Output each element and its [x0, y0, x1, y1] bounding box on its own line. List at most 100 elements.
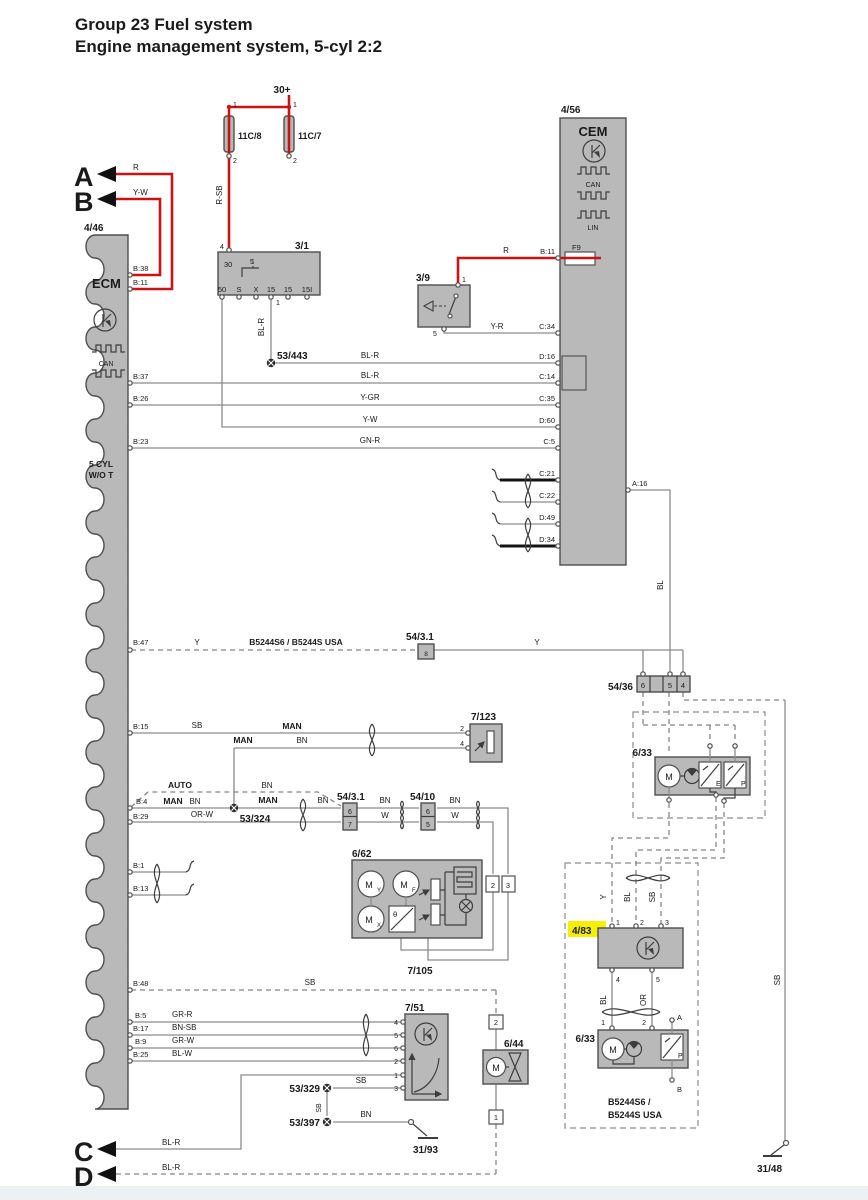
title-line2: Engine management system, 5-cyl 2:2 — [75, 37, 382, 56]
arrow-left-icon — [97, 166, 116, 182]
relay-pin — [219, 294, 225, 300]
fuse-pin1-label: 1 — [233, 102, 237, 109]
ground-switch-contact — [407, 1118, 415, 1126]
relay-pin — [268, 294, 274, 300]
pin — [465, 745, 471, 751]
offpage-c: C — [74, 1137, 94, 1167]
relay-id: 3/1 — [295, 241, 309, 252]
pin — [732, 743, 738, 749]
component-id: 7/123 — [471, 712, 496, 723]
connector-pin — [640, 671, 646, 677]
wire-label: Y-W — [133, 188, 148, 197]
connector-54-3-1-b: 54/3.1 6 7 — [337, 792, 365, 831]
connector-pin5: 5 — [668, 681, 672, 690]
connector-id: 54/10 — [410, 792, 435, 803]
relay-pin — [253, 294, 259, 300]
wire-label: Y — [599, 894, 608, 900]
pin2-label: 2 — [640, 920, 644, 927]
motor-label: M — [365, 915, 373, 925]
pin — [669, 1077, 675, 1083]
cem-body — [559, 117, 627, 566]
connector-pin5: 5 — [426, 822, 430, 829]
pin — [609, 1025, 615, 1031]
cem-unit: 4/56 CEM CAN LIN — [559, 105, 627, 566]
pin5-label: 5 — [394, 1033, 398, 1040]
motor-sub: X — [377, 923, 381, 929]
cem-pin-labels: B:11 C:34 D:16 C:14 C:35 D:60 C:5 C:21 C… — [539, 247, 647, 544]
relay-pin — [226, 247, 232, 253]
pin — [658, 923, 664, 929]
component-6-33-top: 6/33 M E P — [633, 743, 751, 804]
pin-label: D:16 — [539, 352, 555, 361]
wiring — [116, 297, 786, 1175]
wire-label: R — [503, 246, 509, 255]
supply-30plus-label: 30+ — [274, 85, 291, 96]
theta-label: θ — [393, 910, 397, 919]
switch-3-9: 3/9 1 5 — [416, 273, 471, 338]
pin-label: C:14 — [539, 372, 555, 381]
switch-pin5-label: 5 — [433, 331, 437, 338]
pin3-label: 3 — [506, 881, 510, 890]
switch-pin — [441, 326, 447, 332]
splice-53-443 — [266, 358, 276, 368]
wire-label: MAN — [282, 721, 301, 731]
pin-label: B:9 — [135, 1037, 146, 1046]
motor-sub: Y — [377, 888, 381, 894]
component-id: 7/105 — [407, 966, 432, 977]
fuse-11c7-label: 11C/7 — [298, 131, 322, 141]
ecm-pin-labels: B:38 B:11 B:37 B:26 B:23 B:47 B:15 B:4 B… — [133, 264, 148, 1059]
relay-pin — [285, 294, 291, 300]
component-4-83: 4/83 1 2 3 4 5 — [568, 920, 684, 984]
title-line1: Group 23 Fuel system — [75, 15, 253, 34]
pin4-label: 4 — [394, 1020, 398, 1027]
fuse-pin2-label: 2 — [233, 158, 237, 165]
wire-label: BL-W — [172, 1049, 192, 1058]
wire-label: SB — [316, 1103, 323, 1113]
relay-3-1: 3/1 4 30 5 50 S X 15 15 15I 1 BL-R — [217, 241, 321, 336]
pin-label: B:25 — [133, 1050, 148, 1059]
wire-label: BL — [599, 995, 608, 1005]
pin-label: B:29 — [133, 812, 148, 821]
component-body — [469, 723, 503, 763]
sensor-p-label: P — [741, 781, 746, 788]
wire-labels: R Y-R 53/443 BL-R BL-R Y-GR Y-W GN-R BL … — [163, 246, 782, 1175]
relay-out-pin: 1 — [276, 300, 280, 307]
wire-label: MAN — [163, 796, 182, 806]
connector-pin: 8 — [424, 651, 428, 658]
connector-id: 54/3.1 — [337, 792, 365, 803]
pin-label: A:16 — [632, 479, 647, 488]
relay-pin-s: S — [236, 285, 241, 294]
wire-label: BL — [623, 892, 632, 902]
wire-label: BN — [449, 796, 460, 805]
relay-pin — [304, 294, 310, 300]
splice-label: 53/329 — [289, 1084, 320, 1095]
wire-label: MAN — [258, 795, 277, 805]
sensor-p-label: P — [678, 1053, 683, 1060]
relay-body — [217, 251, 321, 296]
ecm-id: 4/46 — [84, 223, 104, 234]
component-7-105: 7/105 2 3 — [407, 875, 516, 977]
pin-label: C:5 — [543, 437, 555, 446]
pin1-label: 1 — [601, 1020, 605, 1027]
component-7-123: 7/123 2 4 — [460, 712, 503, 763]
pin-b-label: B — [677, 1085, 682, 1094]
pin — [609, 923, 615, 929]
pin — [633, 923, 639, 929]
relay-pin-x: X — [253, 285, 258, 294]
supply-and-red-wiring: F9 30+ 11C/8 11C/7 1 2 1 2 R-SB — [116, 85, 601, 291]
connector-pin4: 4 — [681, 681, 685, 690]
pin — [400, 1032, 406, 1038]
pin-label: B:37 — [133, 372, 148, 381]
pin4-label: 4 — [616, 977, 620, 984]
pin — [465, 730, 471, 736]
ground-contact — [782, 1139, 790, 1147]
pin-label: B:13 — [133, 884, 148, 893]
component-id: 6/62 — [352, 849, 372, 860]
sensor-e-label: E — [716, 781, 721, 788]
wire-label: SB — [356, 1076, 367, 1085]
pin — [400, 1019, 406, 1025]
wire-label: SB — [648, 892, 657, 903]
pin — [400, 1045, 406, 1051]
arrow-left-icon — [97, 1166, 116, 1182]
connector-pin6: 6 — [426, 809, 430, 816]
